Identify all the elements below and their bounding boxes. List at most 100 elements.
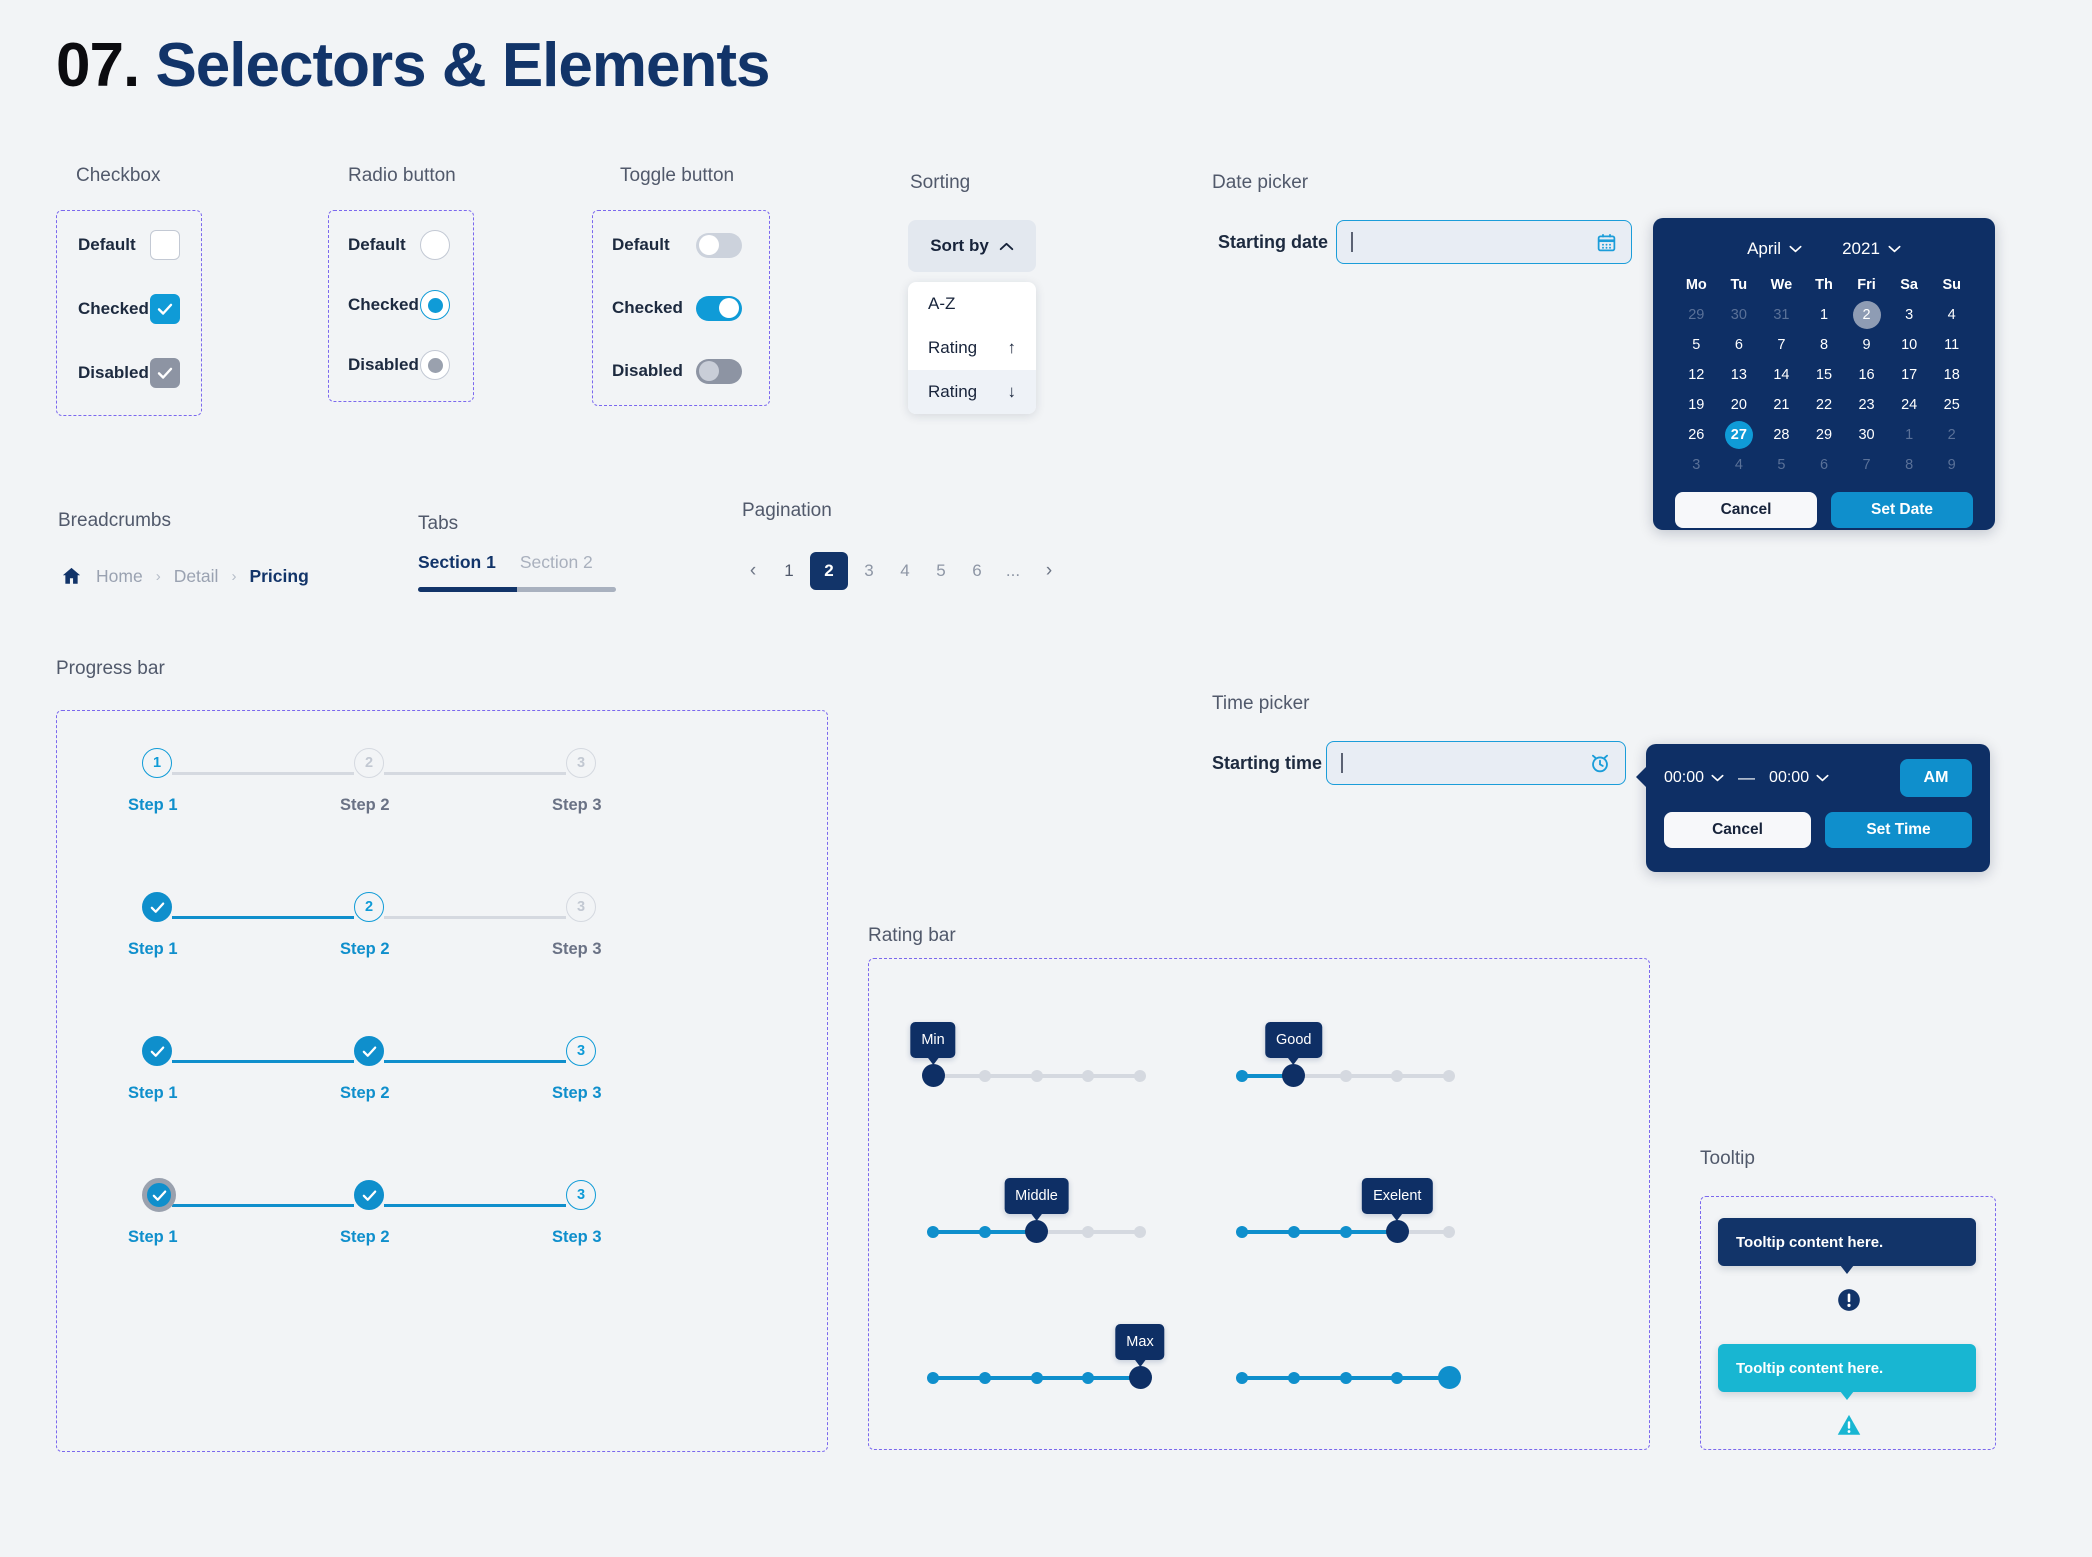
pagination-page-2[interactable]: 2: [810, 552, 848, 590]
slider-tick[interactable]: [1134, 1226, 1146, 1238]
progress-step-node[interactable]: [142, 1036, 172, 1066]
slider-tick[interactable]: [1339, 1070, 1352, 1082]
slider-thumb[interactable]: [1437, 1366, 1461, 1389]
calendar-day[interactable]: 19: [1688, 397, 1705, 413]
slider-tick[interactable]: [1082, 1070, 1095, 1082]
slider-thumb[interactable]: [1128, 1366, 1152, 1389]
sort-option-az[interactable]: A-Z: [908, 282, 1036, 326]
calendar-day[interactable]: 12: [1688, 367, 1705, 383]
progress-step-node[interactable]: 3: [566, 892, 596, 922]
slider-tick[interactable]: [978, 1372, 991, 1384]
slider-tick[interactable]: [927, 1226, 939, 1238]
slider-tick[interactable]: [1391, 1372, 1404, 1384]
toggle-default-row[interactable]: Default: [612, 230, 742, 260]
exclamation-circle-icon[interactable]: [1836, 1287, 1862, 1313]
calendar-day[interactable]: 2: [1845, 300, 1888, 330]
meridiem-toggle[interactable]: AM: [1900, 759, 1972, 797]
radio-checked-row[interactable]: Checked: [348, 288, 450, 322]
warning-triangle-icon[interactable]: [1836, 1412, 1862, 1438]
slider-tick[interactable]: [1339, 1372, 1352, 1384]
slider-tick[interactable]: [1030, 1372, 1043, 1384]
slider-tick[interactable]: [978, 1070, 991, 1082]
slider-tick[interactable]: [1287, 1226, 1300, 1238]
slider-tick[interactable]: [1236, 1070, 1248, 1082]
slider-tick[interactable]: [1443, 1226, 1455, 1238]
slider-tick[interactable]: [1236, 1372, 1248, 1384]
time-to-select[interactable]: 00:00: [1769, 769, 1829, 787]
slider-thumb[interactable]: [1025, 1220, 1048, 1243]
sort-option-rating-asc[interactable]: Rating ↑: [908, 326, 1036, 370]
calendar-day[interactable]: 16: [1858, 367, 1875, 383]
progress-step-node[interactable]: 3: [566, 1180, 596, 1210]
pagination-prev[interactable]: ‹: [749, 560, 757, 581]
checkbox-checked-input[interactable]: [150, 294, 180, 324]
progress-step-node[interactable]: [354, 1180, 384, 1210]
calendar-day[interactable]: 3: [1905, 307, 1914, 323]
sort-option-rating-desc[interactable]: Rating ↓: [908, 370, 1036, 414]
calendar-day[interactable]: 18: [1943, 367, 1960, 383]
calendar-day[interactable]: 23: [1858, 397, 1875, 413]
slider-tick[interactable]: [1443, 1070, 1455, 1082]
progress-step-node[interactable]: [354, 1036, 384, 1066]
calendar-icon[interactable]: [1596, 232, 1617, 253]
starting-date-input[interactable]: [1336, 220, 1632, 264]
sort-by-button[interactable]: Sort by: [908, 220, 1036, 272]
slider-tick[interactable]: [927, 1372, 939, 1384]
toggle-checked-row[interactable]: Checked: [612, 293, 742, 323]
slider-thumb[interactable]: [1385, 1220, 1409, 1243]
pagination-page-1[interactable]: 1: [784, 561, 794, 580]
slider-tick[interactable]: [1236, 1226, 1248, 1238]
starting-time-input[interactable]: [1326, 741, 1626, 785]
calendar-day[interactable]: 30: [1858, 427, 1875, 443]
calendar-set-date-button[interactable]: Set Date: [1831, 492, 1973, 528]
calendar-day[interactable]: 15: [1815, 367, 1833, 383]
calendar-day[interactable]: 20: [1730, 397, 1747, 413]
calendar-day[interactable]: 14: [1773, 367, 1790, 383]
pagination-page-4[interactable]: 4: [900, 561, 910, 580]
slider-thumb[interactable]: [1282, 1064, 1306, 1087]
radio-default-input[interactable]: [420, 230, 450, 260]
calendar-year-select[interactable]: 2021: [1842, 239, 1901, 259]
radio-checked-input[interactable]: [420, 290, 450, 320]
breadcrumb-item-detail[interactable]: Detail: [173, 565, 219, 586]
checkbox-default-input[interactable]: [150, 230, 180, 260]
progress-step-node[interactable]: 2: [354, 748, 384, 778]
progress-step-node[interactable]: 3: [566, 748, 596, 778]
slider-thumb[interactable]: [921, 1064, 945, 1087]
calendar-cancel-button[interactable]: Cancel: [1675, 492, 1817, 528]
calendar-day[interactable]: 7: [1777, 337, 1786, 353]
calendar-day[interactable]: 25: [1943, 397, 1960, 413]
calendar-day[interactable]: 17: [1901, 367, 1918, 383]
pagination-page-6[interactable]: 6: [972, 561, 982, 580]
calendar-day[interactable]: 8: [1819, 337, 1829, 353]
checkbox-checked-row[interactable]: Checked: [78, 292, 180, 326]
breadcrumb-item-home[interactable]: Home: [96, 565, 143, 586]
calendar-day[interactable]: 24: [1901, 397, 1918, 413]
calendar-day[interactable]: 6: [1734, 337, 1743, 353]
toggle-checked-switch[interactable]: [696, 295, 742, 321]
radio-default-row[interactable]: Default: [348, 228, 450, 262]
rating-slider[interactable]: [1236, 1342, 1461, 1412]
pagination-page-5[interactable]: 5: [936, 561, 946, 580]
toggle-default-switch[interactable]: [696, 232, 742, 258]
slider-tick[interactable]: [1134, 1070, 1146, 1082]
tab-section-1[interactable]: Section 1: [418, 552, 496, 572]
slider-tick[interactable]: [1391, 1070, 1404, 1082]
calendar-day[interactable]: 26: [1688, 427, 1705, 443]
calendar-day[interactable]: 22: [1815, 397, 1833, 413]
tab-section-2[interactable]: Section 2: [519, 552, 593, 572]
calendar-day[interactable]: 4: [1947, 307, 1956, 323]
calendar-day[interactable]: 5: [1692, 337, 1701, 353]
rating-slider[interactable]: Exelent: [1236, 1178, 1455, 1266]
slider-tick[interactable]: [1082, 1226, 1095, 1238]
calendar-day[interactable]: 29: [1815, 427, 1833, 443]
slider-tick[interactable]: [1339, 1226, 1352, 1238]
progress-step-node[interactable]: 1: [142, 748, 172, 778]
time-set-button[interactable]: Set Time: [1825, 812, 1972, 848]
slider-tick[interactable]: [978, 1226, 991, 1238]
slider-tick[interactable]: [1030, 1070, 1043, 1082]
calendar-day[interactable]: 10: [1901, 337, 1918, 353]
time-from-select[interactable]: 00:00: [1664, 769, 1724, 787]
rating-slider[interactable]: Max: [927, 1324, 1165, 1412]
progress-step-node[interactable]: 2: [354, 892, 384, 922]
